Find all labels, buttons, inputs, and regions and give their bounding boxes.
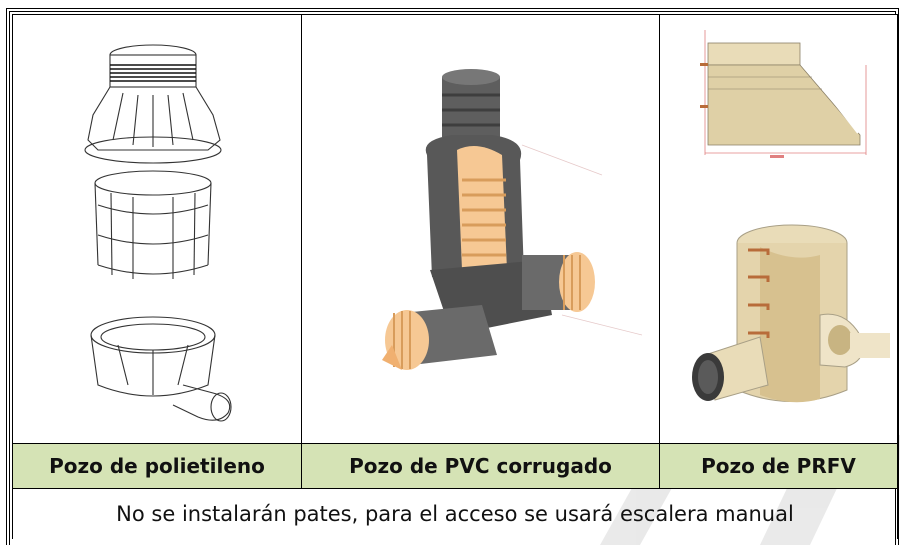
manhole-types-table: Pozo de polietileno Pozo de PVC corrugad… bbox=[12, 14, 898, 539]
caption-pvc-corrugado: Pozo de PVC corrugado bbox=[301, 443, 660, 489]
frp-manhole-drawings bbox=[692, 30, 890, 403]
caption-polietileno: Pozo de polietileno bbox=[12, 443, 302, 489]
polyethylene-manhole-drawing bbox=[84, 44, 232, 422]
pvc-manhole-cutaway bbox=[382, 69, 643, 370]
frp-cone-drawing bbox=[700, 30, 867, 158]
frp-manhole-cell bbox=[659, 14, 898, 444]
pvc-manhole-cell bbox=[301, 14, 660, 444]
caption-prfv: Pozo de PRFV bbox=[659, 443, 898, 489]
access-note: No se instalarán pates, para el acceso s… bbox=[12, 488, 898, 539]
polyethylene-manhole-cell bbox=[12, 14, 302, 444]
frp-cutaway-drawing bbox=[692, 224, 890, 403]
